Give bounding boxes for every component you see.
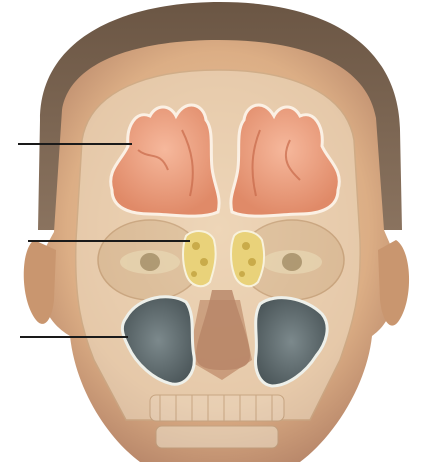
left-ear	[24, 240, 56, 324]
right-ear	[378, 240, 409, 326]
upper-teeth	[150, 395, 284, 421]
lower-teeth	[156, 426, 278, 448]
